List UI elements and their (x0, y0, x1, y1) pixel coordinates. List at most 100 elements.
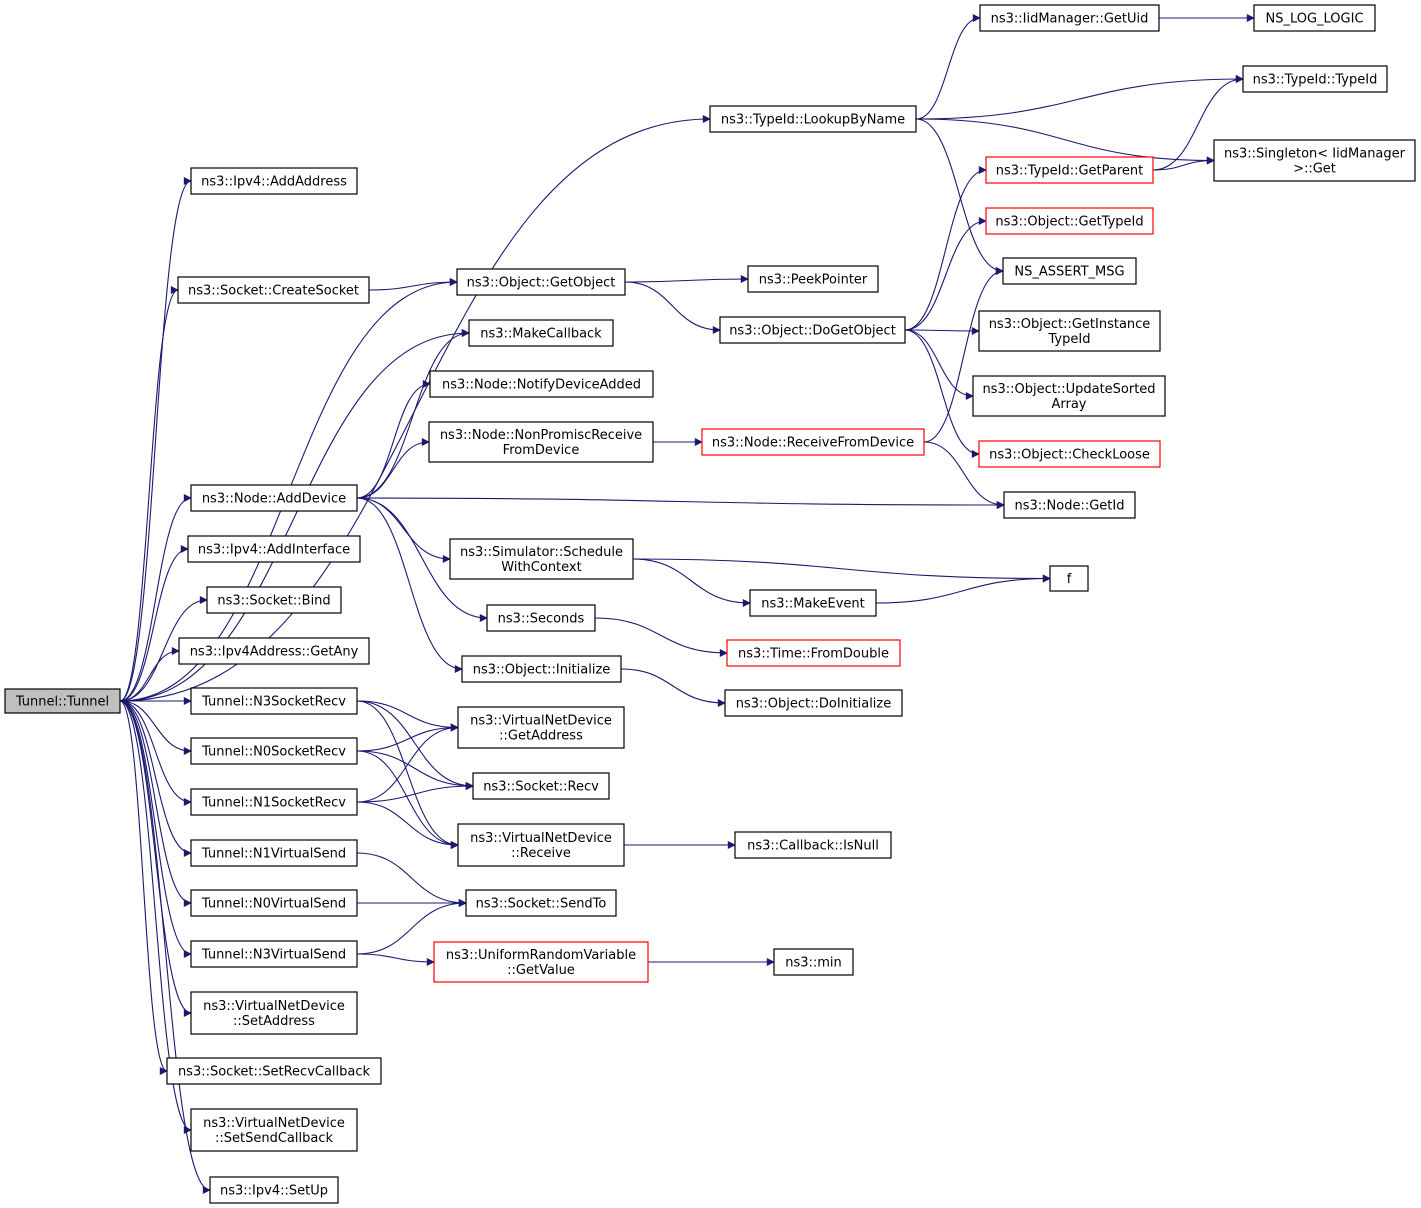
node-ipv4_setup[interactable]: ns3::Ipv4::SetUp (209, 1176, 339, 1204)
node-socket_bind[interactable]: ns3::Socket::Bind (206, 586, 342, 614)
node-singleton_get[interactable]: ns3::Singleton< IidManager >::Get (1213, 139, 1416, 182)
node-box-ns_assert_msg (1002, 257, 1137, 285)
node-object_gettypeid[interactable]: ns3::Object::GetTypeId (985, 207, 1154, 235)
node-n3socketrecv[interactable]: Tunnel::N3SocketRecv (190, 687, 358, 715)
node-typeid_getparent[interactable]: ns3::TypeId::GetParent (985, 156, 1154, 184)
node-label-n1virtualsend-0: Tunnel::N1VirtualSend (201, 847, 346, 862)
node-ns_log_logic[interactable]: NS_LOG_LOGIC (1253, 4, 1376, 32)
node-min[interactable]: ns3::min (773, 948, 854, 976)
node-socket_createsocket[interactable]: ns3::Socket::CreateSocket (177, 276, 370, 304)
node-vnd_receive[interactable]: ns3::VirtualNetDevice::Receive (457, 823, 625, 867)
node-label-n0socketrecv-0: Tunnel::N0SocketRecv (201, 745, 346, 760)
node-label-node_notifydeviceadded-0: ns3::Node::NotifyDeviceAdded (442, 378, 641, 393)
node-node_getid[interactable]: ns3::Node::GetId (1003, 491, 1136, 519)
node-label-makecallback-0: ns3::MakeCallback (480, 327, 602, 342)
edge-node_receivefromdevice-to-node_getid (923, 441, 1005, 509)
node-label-simulator_schedulewithcontext-0: ns3::Simulator::Schedule (460, 545, 623, 560)
node-makecallback[interactable]: ns3::MakeCallback (468, 319, 614, 347)
edge-root-to-n1virtualsend (119, 700, 192, 857)
node-vnd_setsendcallback[interactable]: ns3::VirtualNetDevice::SetSendCallback (190, 1108, 358, 1152)
node-root[interactable]: Tunnel::Tunnel (4, 688, 121, 714)
node-object_dogetobject[interactable]: ns3::Object::DoGetObject (719, 316, 906, 344)
node-n0virtualsend[interactable]: Tunnel::N0VirtualSend (190, 889, 358, 917)
node-label-ipv4address_getany-0: ns3::Ipv4Address::GetAny (190, 645, 359, 660)
node-socket_sendto[interactable]: ns3::Socket::SendTo (465, 889, 617, 917)
node-n3virtualsend[interactable]: Tunnel::N3VirtualSend (190, 940, 358, 968)
node-socket_setrecvcallback[interactable]: ns3::Socket::SetRecvCallback (166, 1057, 382, 1085)
node-box-peekpointer (747, 265, 879, 293)
node-box-ipv4address_getany (178, 637, 370, 665)
node-typeid_typeid[interactable]: ns3::TypeId::TypeId (1242, 65, 1388, 93)
node-label-object_dogetobject-0: ns3::Object::DoGetObject (729, 324, 896, 339)
node-object_getobject[interactable]: ns3::Object::GetObject (456, 268, 626, 296)
edge-root-to-ipv4_setup (119, 700, 211, 1194)
node-ipv4_addaddress[interactable]: ns3::Ipv4::AddAddress (190, 167, 358, 195)
node-object_doinitialize[interactable]: ns3::Object::DoInitialize (724, 689, 903, 717)
node-ns_assert_msg[interactable]: NS_ASSERT_MSG (1002, 257, 1137, 285)
node-label-callback_isnull-0: ns3::Callback::IsNull (747, 839, 879, 854)
edge-root-to-socket_createsocket (119, 286, 179, 702)
node-n0socketrecv[interactable]: Tunnel::N0SocketRecv (190, 737, 358, 765)
node-iidmanager_getuid[interactable]: ns3::IidManager::GetUid (979, 4, 1160, 32)
node-box-node_notifydeviceadded (429, 370, 654, 398)
node-ipv4_addinterface[interactable]: ns3::Ipv4::AddInterface (187, 535, 361, 563)
node-peekpointer[interactable]: ns3::PeekPointer (747, 265, 879, 293)
node-object_checkloose[interactable]: ns3::Object::CheckLoose (978, 440, 1161, 468)
node-box-ipv4_addaddress (190, 167, 358, 195)
edge-object_dogetobject-to-object_updatesortedarray (904, 329, 974, 400)
node-label-makeevent-0: ns3::MakeEvent (761, 597, 865, 612)
node-label-ipv4_setup-0: ns3::Ipv4::SetUp (220, 1184, 328, 1199)
node-makeevent[interactable]: ns3::MakeEvent (749, 589, 877, 617)
node-node_receivefromdevice[interactable]: ns3::Node::ReceiveFromDevice (701, 428, 925, 456)
node-label-vnd_setsendcallback-1: ::SetSendCallback (215, 1131, 333, 1146)
node-callback_isnull[interactable]: ns3::Callback::IsNull (734, 831, 892, 859)
node-label-vnd_setaddress-0: ns3::VirtualNetDevice (203, 999, 345, 1014)
node-label-f-0: f (1067, 572, 1072, 587)
node-label-uniform_getvalue-1: ::GetValue (507, 963, 575, 978)
node-label-object_gettypeid-0: ns3::Object::GetTypeId (995, 215, 1143, 230)
node-label-node_receivefromdevice-0: ns3::Node::ReceiveFromDevice (712, 436, 914, 451)
node-label-n3socketrecv-0: Tunnel::N3SocketRecv (201, 695, 346, 710)
node-typeid_lookupbyname[interactable]: ns3::TypeId::LookupByName (709, 105, 917, 133)
node-box-simulator_schedulewithcontext (449, 538, 634, 580)
node-label-object_checkloose-0: ns3::Object::CheckLoose (989, 448, 1150, 463)
node-box-makeevent (749, 589, 877, 617)
node-box-vnd_setsendcallback (190, 1108, 358, 1152)
node-label-uniform_getvalue-0: ns3::UniformRandomVariable (446, 948, 636, 963)
node-object_initialize[interactable]: ns3::Object::Initialize (461, 655, 622, 683)
node-box-singleton_get (1213, 139, 1416, 182)
node-box-callback_isnull (734, 831, 892, 859)
node-f[interactable]: f (1049, 565, 1089, 592)
node-vnd_getaddress[interactable]: ns3::VirtualNetDevice::GetAddress (457, 706, 625, 749)
node-label-root-0: Tunnel::Tunnel (15, 695, 109, 710)
node-n1socketrecv[interactable]: Tunnel::N1SocketRecv (190, 788, 358, 816)
node-label-socket_createsocket-0: ns3::Socket::CreateSocket (188, 284, 359, 299)
node-uniform_getvalue[interactable]: ns3::UniformRandomVariable::GetValue (433, 941, 649, 983)
node-label-node_nonpromiscreceive-1: FromDevice (503, 443, 580, 458)
node-label-vnd_receive-0: ns3::VirtualNetDevice (470, 831, 612, 846)
node-socket_recv[interactable]: ns3::Socket::Recv (472, 772, 610, 800)
edge-root-to-vnd_setaddress (119, 700, 192, 1017)
edge-root-to-ipv4_addinterface (119, 545, 189, 702)
node-label-time_fromdouble-0: ns3::Time::FromDouble (738, 647, 889, 662)
node-n1virtualsend[interactable]: Tunnel::N1VirtualSend (190, 839, 358, 867)
node-box-socket_recv (472, 772, 610, 800)
edge-n0socketrecv-to-vnd_receive (356, 750, 459, 849)
node-vnd_setaddress[interactable]: ns3::VirtualNetDevice::SetAddress (190, 991, 358, 1035)
node-box-node_getid (1003, 491, 1136, 519)
node-box-ns_log_logic (1253, 4, 1376, 32)
node-time_fromdouble[interactable]: ns3::Time::FromDouble (726, 639, 901, 667)
node-label-seconds-0: ns3::Seconds (498, 612, 585, 627)
node-node_adddevice[interactable]: ns3::Node::AddDevice (190, 484, 358, 512)
edge-object_dogetobject-to-typeid_getparent (904, 166, 987, 331)
edge-n3socketrecv-to-socket_recv (356, 700, 474, 790)
node-node_notifydeviceadded[interactable]: ns3::Node::NotifyDeviceAdded (429, 370, 654, 398)
node-seconds[interactable]: ns3::Seconds (486, 604, 596, 632)
edge-typeid_lookupbyname-to-typeid_typeid (915, 75, 1244, 120)
node-ipv4address_getany[interactable]: ns3::Ipv4Address::GetAny (178, 637, 370, 665)
edge-n1socketrecv-to-vnd_getaddress (356, 723, 459, 803)
